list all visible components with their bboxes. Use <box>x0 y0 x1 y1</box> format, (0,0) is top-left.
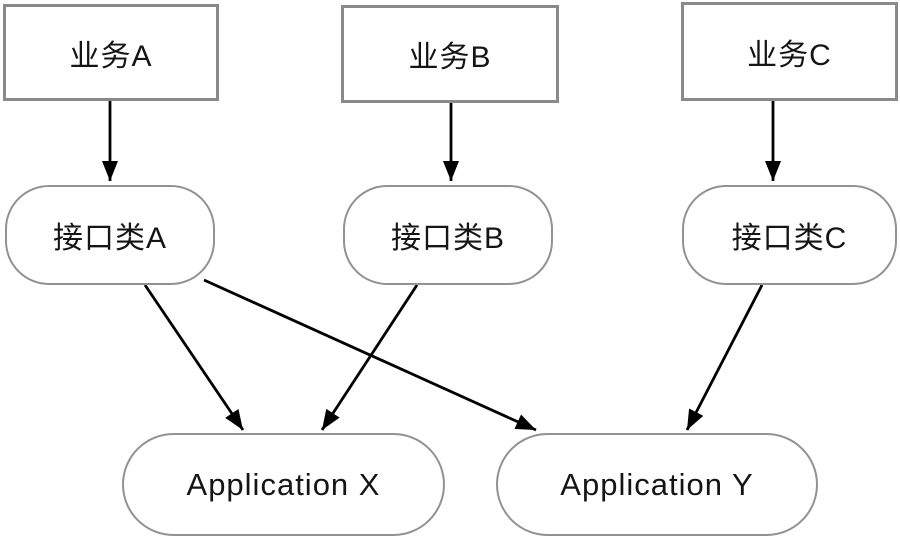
node-interface-c-label: 接口类C <box>731 222 848 255</box>
node-interface-a: 接口类A <box>5 185 215 285</box>
node-business-b: 业务B <box>341 5 559 103</box>
edge-interface-b-app-x <box>320 284 419 431</box>
node-business-a: 业务A <box>3 4 219 101</box>
node-business-c-label: 业务C <box>747 38 832 72</box>
node-interface-b: 接口类B <box>343 185 553 285</box>
node-interface-c: 接口类C <box>682 185 897 285</box>
node-application-y: Application Y <box>496 433 818 536</box>
node-application-y-label: Application Y <box>560 466 754 502</box>
edge-interface-a-app-y <box>203 278 537 432</box>
edge-interface-c-app-y <box>685 284 764 431</box>
node-application-x-label: Application X <box>186 466 381 502</box>
node-application-x: Application X <box>122 433 445 536</box>
node-business-a-label: 业务A <box>69 39 153 73</box>
node-business-c: 业务C <box>681 2 898 101</box>
edge-interface-a-app-x <box>143 284 245 431</box>
node-business-b-label: 业务B <box>408 41 492 74</box>
node-interface-b-label: 接口类B <box>390 222 505 255</box>
node-interface-a-label: 接口类A <box>52 222 167 255</box>
